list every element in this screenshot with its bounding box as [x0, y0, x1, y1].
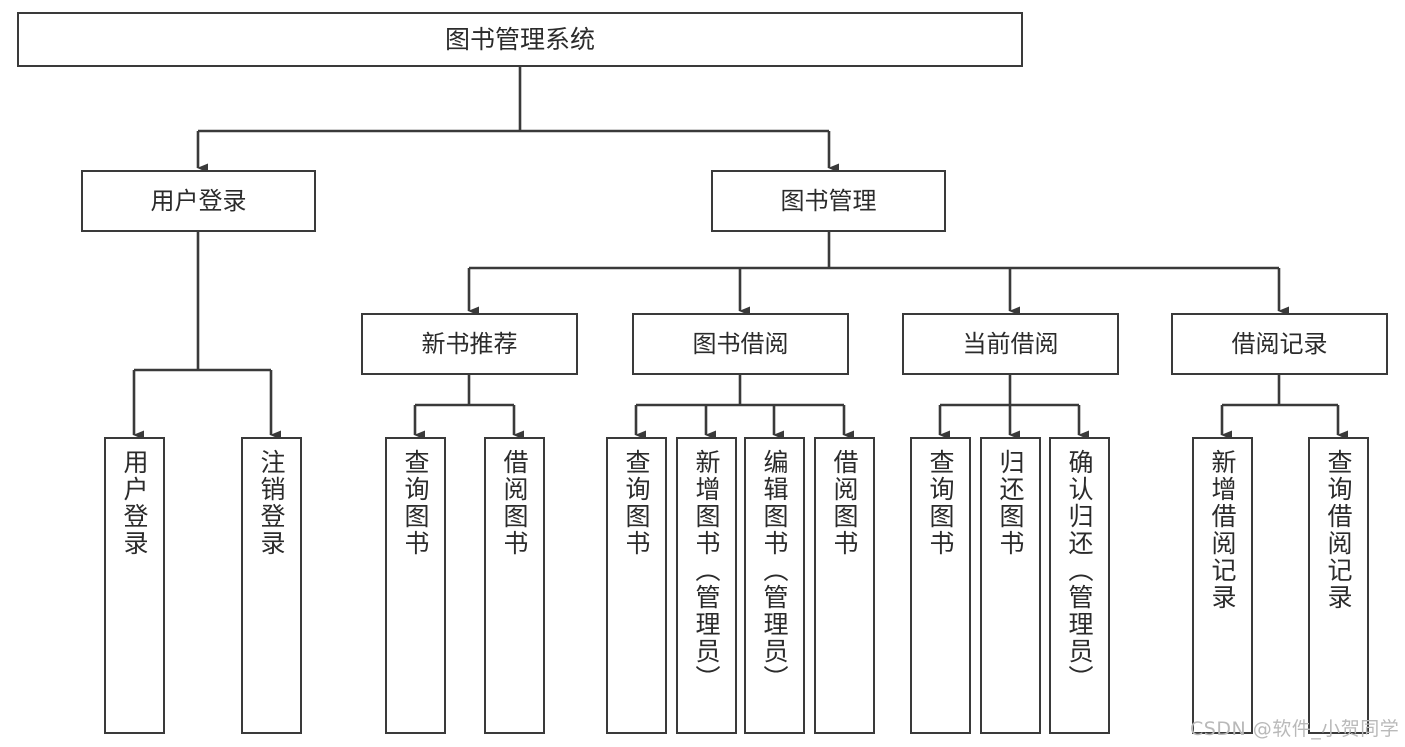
node-label: 确认归还（管理员）	[1065, 449, 1094, 692]
node-label: 新书推荐	[421, 329, 518, 358]
node-label: 图书借阅	[692, 329, 789, 358]
node-label: 新增借阅记录	[1208, 449, 1237, 611]
node-leaf-add-book[interactable]: 新增图书（管理员）	[676, 437, 737, 734]
node-label: 归还图书	[996, 449, 1025, 557]
node-leaf-return-book[interactable]: 归还图书	[980, 437, 1041, 734]
node-label: 用户登录	[120, 449, 149, 557]
node-label: 注销登录	[257, 449, 286, 557]
node-leaf-user-login[interactable]: 用户登录	[104, 437, 165, 734]
node-label: 借阅图书	[830, 449, 859, 557]
node-book-management[interactable]: 图书管理	[711, 170, 946, 232]
node-label: 查询图书	[622, 449, 651, 557]
node-leaf-logout-login[interactable]: 注销登录	[241, 437, 302, 734]
node-label: 新增图书（管理员）	[692, 449, 721, 692]
node-new-book-recommend[interactable]: 新书推荐	[361, 313, 578, 375]
node-label: 图书管理系统	[444, 24, 595, 54]
node-leaf-query-book-recommend[interactable]: 查询图书	[385, 437, 446, 734]
node-label: 编辑图书（管理员）	[760, 449, 789, 692]
node-leaf-query-book-borrow[interactable]: 查询图书	[606, 437, 667, 734]
node-label: 查询图书	[401, 449, 430, 557]
node-label: 图书管理	[780, 186, 877, 215]
node-leaf-borrow-book[interactable]: 借阅图书	[814, 437, 875, 734]
node-leaf-query-book-current[interactable]: 查询图书	[910, 437, 971, 734]
node-leaf-edit-book[interactable]: 编辑图书（管理员）	[744, 437, 805, 734]
node-label: 用户登录	[150, 186, 247, 215]
node-leaf-add-borrow-record[interactable]: 新增借阅记录	[1192, 437, 1253, 734]
node-current-borrow[interactable]: 当前借阅	[902, 313, 1119, 375]
node-label: 查询借阅记录	[1324, 449, 1353, 611]
node-leaf-borrow-book-recommend[interactable]: 借阅图书	[484, 437, 545, 734]
node-user-login[interactable]: 用户登录	[81, 170, 316, 232]
node-label: 当前借阅	[962, 329, 1059, 358]
node-label: 借阅记录	[1231, 329, 1328, 358]
node-borrow-record[interactable]: 借阅记录	[1171, 313, 1388, 375]
node-root-book-management-system[interactable]: 图书管理系统	[17, 12, 1023, 67]
node-label: 查询图书	[926, 449, 955, 557]
node-label: 借阅图书	[500, 449, 529, 557]
node-leaf-query-borrow-record[interactable]: 查询借阅记录	[1308, 437, 1369, 734]
node-book-borrow[interactable]: 图书借阅	[632, 313, 849, 375]
node-leaf-confirm-return[interactable]: 确认归还（管理员）	[1049, 437, 1110, 734]
csdn-watermark: CSDN @软件_小贺同学	[1190, 718, 1400, 740]
